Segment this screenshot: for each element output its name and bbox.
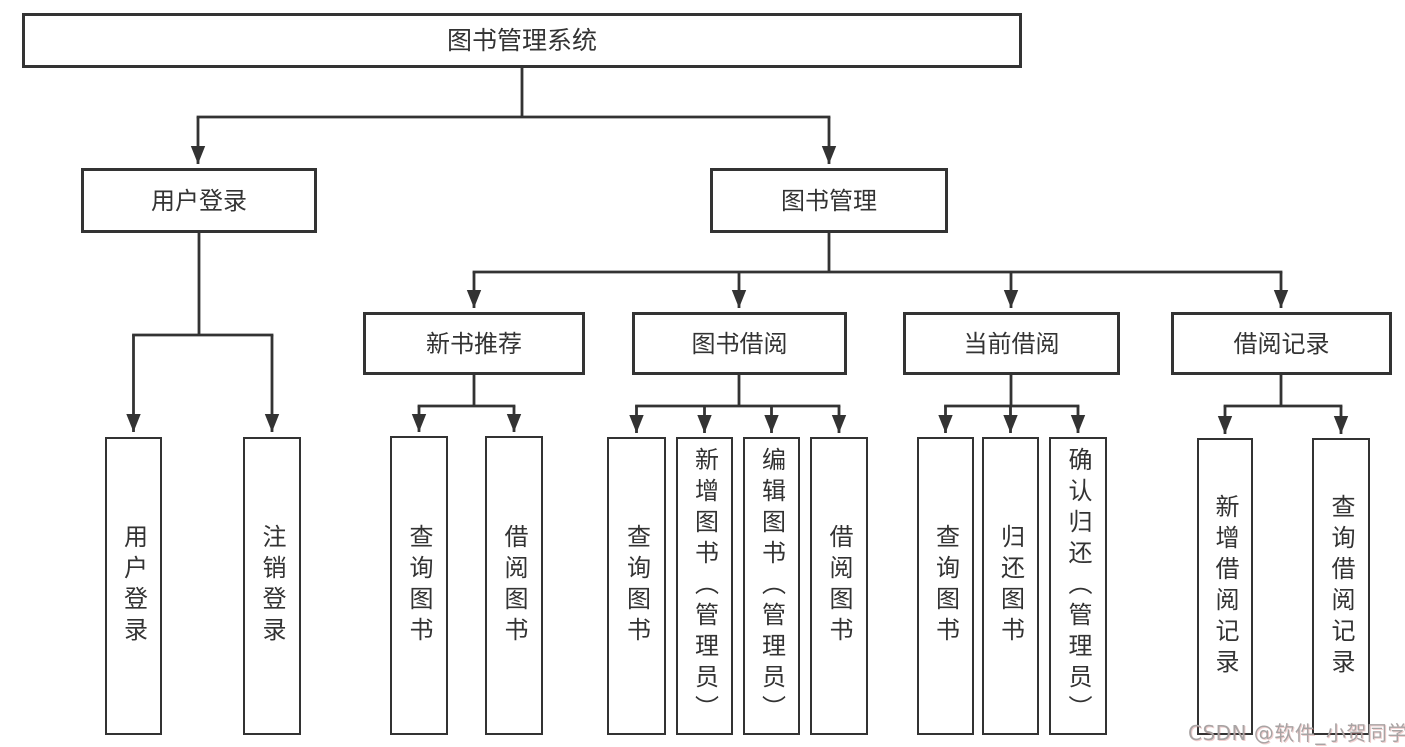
node-cb-query-books: 查询图书 [917,437,974,735]
node-user-login-leaf-label: 用户登录 [119,524,148,648]
node-bb-query-books: 查询图书 [607,437,666,735]
node-book-management-label: 图书管理 [781,186,877,215]
node-bb-query-books-label: 查询图书 [622,524,651,648]
node-book-borrow-label: 图书借阅 [691,329,788,358]
node-bb-borrow-books-label: 借阅图书 [825,524,853,648]
node-logout: 注销登录 [243,437,301,735]
node-bb-edit-books-label: 编辑图书（管理员） [757,446,786,726]
node-bb-add-books: 新增图书（管理员） [676,437,733,735]
node-borrow-records-label: 借阅记录 [1233,329,1330,358]
node-cb-confirm-return-label: 确认归还（管理员） [1064,446,1092,726]
node-current-borrow-label: 当前借阅 [963,329,1060,358]
node-cb-confirm-return: 确认归还（管理员） [1049,437,1107,735]
node-bb-edit-books: 编辑图书（管理员） [743,437,800,735]
node-borrow-records: 借阅记录 [1171,312,1392,375]
node-new-book-recommend: 新书推荐 [363,312,585,375]
node-logout-label: 注销登录 [258,524,286,648]
node-br-query-record: 查询借阅记录 [1312,438,1370,735]
node-current-borrow: 当前借阅 [903,312,1120,375]
node-cb-return-books-label: 归还图书 [996,524,1025,648]
node-cb-query-books-label: 查询图书 [931,524,960,648]
node-bb-borrow-books: 借阅图书 [810,437,868,735]
node-br-add-record-label: 新增借阅记录 [1211,493,1239,680]
node-cb-return-books: 归还图书 [982,437,1039,735]
node-bb-add-books-label: 新增图书（管理员） [690,446,719,726]
node-nbr-borrow-books-label: 借阅图书 [500,523,528,648]
node-user-login: 用户登录 [81,168,317,233]
node-br-query-record-label: 查询借阅记录 [1327,493,1355,680]
node-book-borrow: 图书借阅 [632,312,847,375]
node-book-management: 图书管理 [710,168,948,233]
node-root-label: 图书管理系统 [446,26,597,55]
node-nbr-borrow-books: 借阅图书 [485,436,543,735]
node-user-login-leaf: 用户登录 [105,437,162,735]
node-new-book-recommend-label: 新书推荐 [426,329,522,358]
node-br-add-record: 新增借阅记录 [1197,438,1253,735]
node-nbr-query-books: 查询图书 [390,436,448,735]
node-root: 图书管理系统 [22,13,1022,68]
node-nbr-query-books-label: 查询图书 [405,523,433,648]
connector-arrows [126,68,1349,434]
csdn-watermark: CSDN @软件_小贺同学 [1188,721,1405,745]
node-user-login-label: 用户登录 [151,186,247,215]
